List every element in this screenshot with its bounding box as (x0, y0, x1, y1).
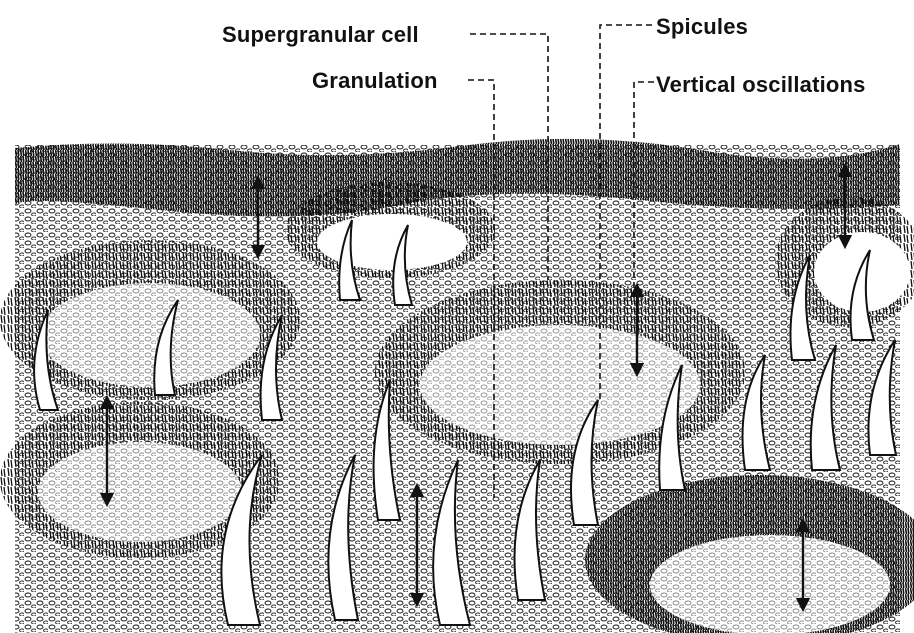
label-granulation: Granulation (312, 68, 438, 93)
label-vertical-oscillations: Vertical oscillations (656, 72, 866, 97)
supergranular-cell (375, 280, 745, 464)
label-supergranular-cell: Supergranular cell (222, 22, 419, 47)
label-spicules: Spicules (656, 14, 748, 39)
supergranular-cell (285, 182, 495, 278)
